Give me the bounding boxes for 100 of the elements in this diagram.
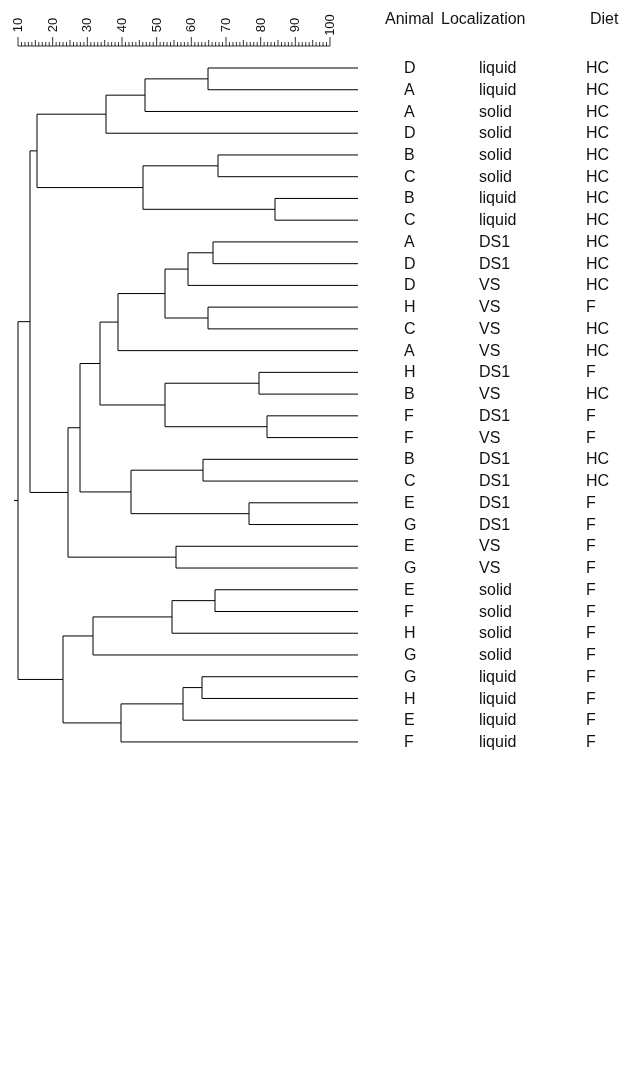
table-cell: HC — [586, 59, 610, 77]
table-cell: B — [404, 450, 415, 469]
table-cell: solid — [479, 167, 512, 186]
table-cell: B — [404, 146, 415, 164]
table-cell: H — [404, 363, 416, 382]
table-cell: solid — [479, 146, 512, 164]
table-cell: solid — [479, 602, 512, 621]
table-cell: liquid — [479, 711, 517, 730]
table-cell: liquid — [479, 59, 517, 77]
table-cell: HC — [586, 211, 610, 230]
table-cell: D — [404, 124, 416, 143]
table-cell: E — [404, 537, 415, 556]
table-cell: A — [404, 80, 415, 99]
table-cell: liquid — [479, 732, 517, 751]
tick-label: 70 — [217, 16, 234, 35]
table-cell: DS1 — [479, 472, 511, 491]
tick-label: 20 — [43, 16, 61, 35]
table-cell: HC — [586, 146, 610, 164]
table-cell: F — [586, 515, 596, 534]
table-cell: F — [586, 624, 596, 643]
table-cell: E — [404, 580, 415, 599]
table-cell: G — [404, 559, 417, 577]
table-cell: F — [586, 667, 596, 686]
table-cell: F — [586, 298, 596, 317]
table-cell: H — [404, 298, 416, 317]
table-cell: F — [586, 689, 596, 708]
table-cell: DS1 — [479, 232, 511, 251]
table-cell: F — [586, 493, 596, 512]
table-cell: HC — [586, 189, 610, 208]
table-cell: D — [404, 59, 416, 77]
table-cell: VS — [479, 385, 501, 404]
table-cell: F — [586, 580, 596, 599]
table-cell: G — [404, 667, 417, 686]
table-cell: DS1 — [479, 515, 511, 534]
table-cell: C — [404, 472, 416, 491]
table-cell: solid — [479, 580, 512, 599]
table-cell: solid — [479, 646, 512, 664]
table-cell: HC — [586, 232, 610, 251]
table-cell: D — [404, 254, 416, 273]
table-cell: H — [404, 689, 416, 708]
table-cell: E — [404, 493, 415, 512]
table-cell: F — [586, 646, 596, 664]
table-cell: VS — [479, 276, 501, 295]
table-cell: DS1 — [479, 254, 511, 273]
table-cell: HC — [586, 450, 610, 469]
table-cell: solid — [479, 102, 512, 121]
table-cell: C — [404, 167, 416, 186]
table-cell: B — [404, 189, 415, 208]
table-cell: F — [586, 602, 596, 621]
table-cell: liquid — [479, 80, 517, 99]
table-cell: F — [586, 711, 596, 730]
table-cell: DS1 — [479, 406, 511, 425]
column-header: Localization — [441, 10, 526, 28]
table-cell: C — [404, 211, 416, 230]
table-cell: HC — [586, 276, 610, 295]
table-cell: HC — [586, 341, 610, 360]
table-cell: F — [586, 406, 596, 425]
table-cell: DS1 — [479, 493, 511, 512]
tick-label: 80 — [251, 16, 269, 35]
table-cell: liquid — [479, 189, 517, 208]
table-cell: F — [586, 363, 596, 382]
tick-label: 40 — [113, 16, 130, 35]
table-cell: VS — [479, 341, 501, 360]
table-cell: liquid — [479, 667, 517, 686]
tick-label: 100 — [321, 13, 338, 38]
tick-label: 90 — [286, 16, 304, 35]
table-cell: HC — [586, 167, 610, 186]
table-cell: F — [586, 537, 596, 556]
table-cell: D — [404, 276, 416, 295]
table-cell: B — [404, 385, 415, 404]
table-cell: VS — [479, 428, 501, 447]
table-cell: F — [404, 428, 414, 447]
table-cell: HC — [586, 472, 610, 491]
table-cell: HC — [586, 124, 610, 143]
table-cell: HC — [586, 102, 610, 121]
table-cell: DS1 — [479, 363, 511, 382]
table-cell: DS1 — [479, 450, 511, 469]
table-cell: HC — [586, 319, 610, 338]
table-cell: E — [404, 711, 415, 730]
column-header: Animal — [385, 10, 434, 28]
table-cell: F — [404, 732, 414, 751]
tick-label: 50 — [147, 16, 165, 35]
tick-label: 10 — [9, 16, 26, 35]
table-cell: HC — [586, 80, 610, 99]
table-cell: A — [404, 341, 415, 360]
table-cell: solid — [479, 624, 512, 643]
table-cell: HC — [586, 254, 610, 273]
table-cell: F — [404, 602, 414, 621]
column-header: Diet — [590, 10, 619, 28]
table-cell: F — [586, 428, 596, 447]
table-cell: VS — [479, 537, 501, 556]
table-cell: A — [404, 102, 415, 121]
table-cell: F — [586, 732, 596, 751]
tick-label: 60 — [182, 16, 200, 35]
table-cell: solid — [479, 124, 512, 143]
table-cell: F — [404, 406, 414, 425]
table-cell: H — [404, 624, 416, 643]
table-cell: G — [404, 515, 417, 534]
table-cell: VS — [479, 319, 501, 338]
table-cell: HC — [586, 385, 610, 404]
